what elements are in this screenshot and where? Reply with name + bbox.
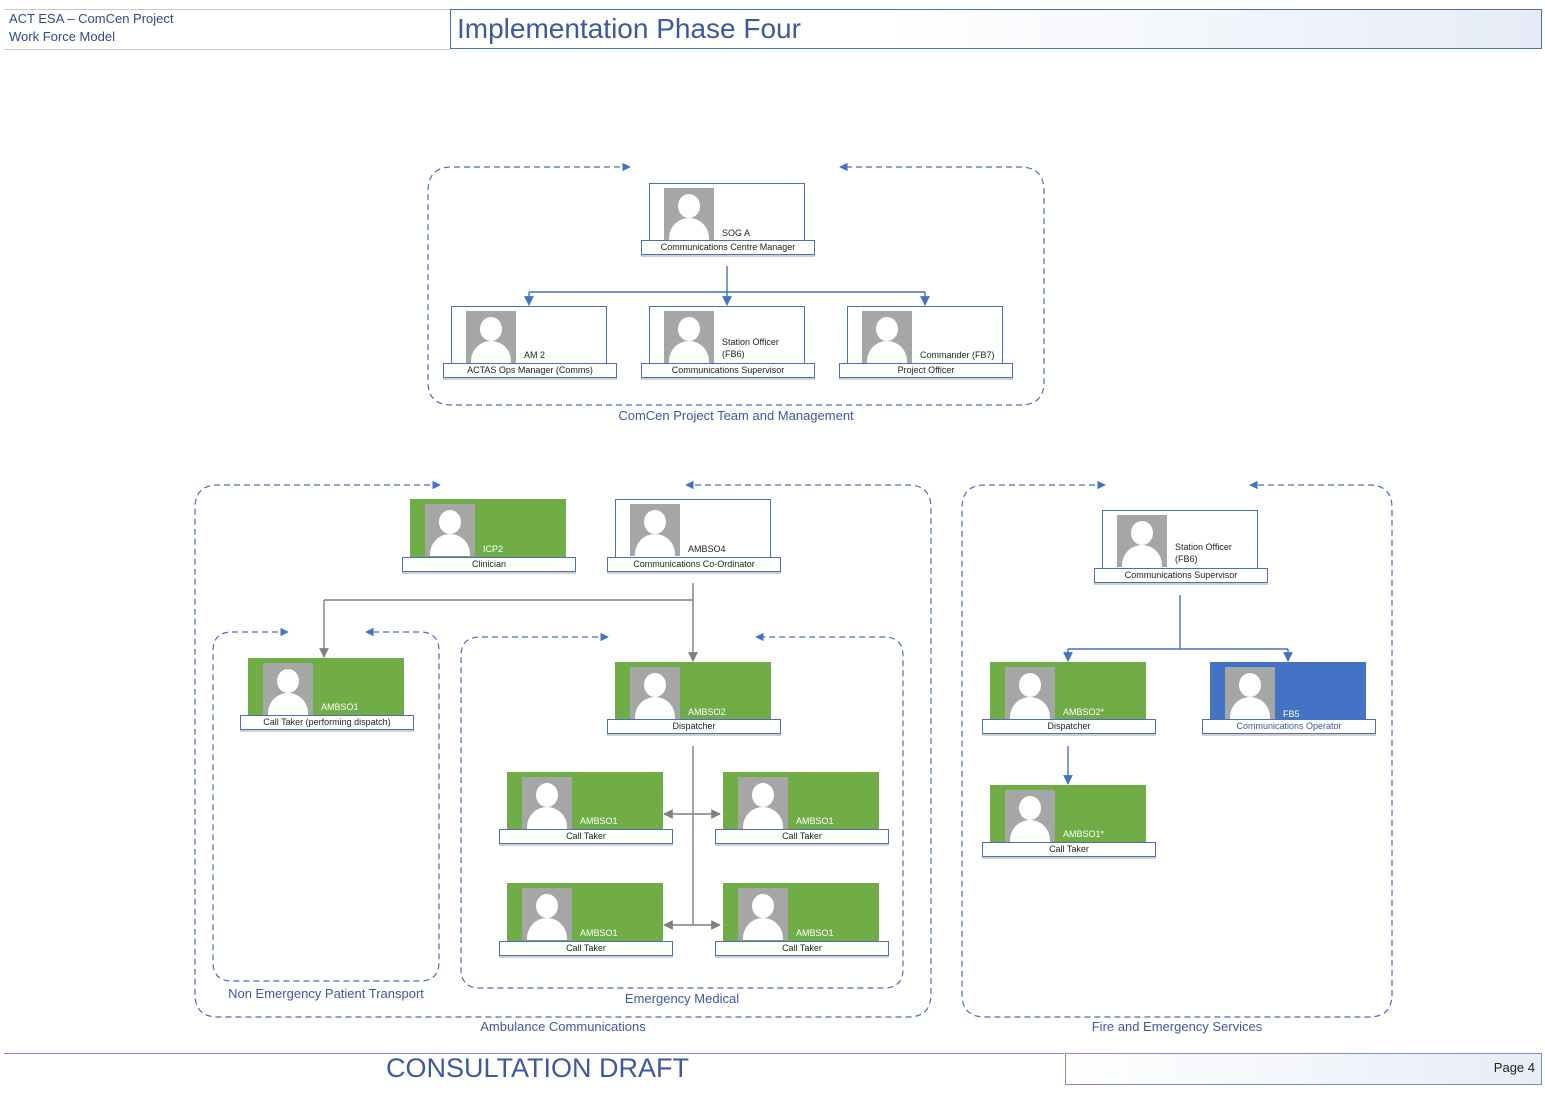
card-comcen-manager: SOG A Communications Centre Manager bbox=[641, 183, 815, 255]
management-group-border bbox=[427, 162, 1045, 406]
card-grade: FB5 bbox=[1283, 709, 1300, 719]
card-title: ACTAS Ops Manager (Comms) bbox=[443, 363, 617, 378]
card-em-call-taker-1: AMBSO1 Call Taker bbox=[499, 772, 673, 844]
person-placeholder-icon bbox=[1225, 667, 1275, 719]
card-title: Clinician bbox=[402, 557, 576, 572]
card-grade: AMBSO1 bbox=[796, 928, 834, 938]
card-title: Communications Supervisor bbox=[1094, 568, 1268, 583]
person-placeholder-icon bbox=[862, 311, 912, 363]
card-title: Call Taker (performing dispatch) bbox=[240, 715, 414, 730]
card-mgmt-comms-supervisor: Station Officer (FB6) Communications Sup… bbox=[641, 306, 815, 378]
group-label-fire: Fire and Emergency Services bbox=[1091, 1019, 1263, 1034]
card-grade: Station Officer (FB6) bbox=[722, 337, 779, 359]
card-grade: AMBSO4 bbox=[688, 544, 726, 554]
card-title: Communications Centre Manager bbox=[641, 240, 815, 255]
card-grade: AMBSO1 bbox=[580, 816, 618, 826]
org-line-2: Work Force Model bbox=[9, 29, 115, 44]
card-comms-coordinator: AMBSO4 Communications Co-Ordinator bbox=[607, 499, 781, 572]
card-grade: AMBSO1 bbox=[321, 702, 359, 712]
card-title: Communications Supervisor bbox=[641, 363, 815, 378]
card-fes-dispatcher: AMBSO2* Dispatcher bbox=[982, 662, 1156, 734]
card-project-officer: Commander (FB7) Project Officer bbox=[839, 306, 1013, 378]
card-title: Call Taker bbox=[499, 829, 673, 844]
card-clinician: ICP2 Clinician bbox=[402, 499, 576, 572]
card-actas-ops-manager: AM 2 ACTAS Ops Manager (Comms) bbox=[443, 306, 617, 378]
org-line-1: ACT ESA – ComCen Project bbox=[9, 11, 174, 26]
ambulance-connectors bbox=[319, 583, 721, 930]
fire-group-border bbox=[961, 480, 1393, 1018]
footer-draft-label: CONSULTATION DRAFT bbox=[386, 1053, 689, 1083]
org-header: ACT ESA – ComCen Project Work Force Mode… bbox=[4, 9, 450, 50]
person-placeholder-icon bbox=[522, 777, 572, 829]
group-label-management: ComCen Project Team and Management bbox=[618, 408, 854, 423]
card-title: Call Taker bbox=[715, 941, 889, 956]
group-label-ambulance: Ambulance Communications bbox=[480, 1019, 646, 1034]
card-grade: AMBSO2 bbox=[688, 707, 726, 717]
card-title: Call Taker bbox=[715, 829, 889, 844]
person-placeholder-icon bbox=[1005, 790, 1055, 842]
card-grade: AMBSO2* bbox=[1063, 707, 1105, 717]
person-placeholder-icon bbox=[630, 667, 680, 719]
footer-page-box: Page 4 bbox=[1065, 1053, 1542, 1085]
fire-connectors bbox=[1063, 595, 1293, 785]
management-connectors bbox=[524, 266, 930, 306]
card-grade: ICP2 bbox=[483, 544, 504, 554]
card-fes-comms-operator: FB5 Communications Operator bbox=[1202, 662, 1376, 734]
card-fes-call-taker: AMBSO1* Call Taker bbox=[982, 785, 1156, 857]
person-placeholder-icon bbox=[738, 777, 788, 829]
card-grade: Station Officer (FB6) bbox=[1175, 542, 1232, 564]
person-placeholder-icon bbox=[738, 888, 788, 940]
card-title: Communications Operator bbox=[1202, 719, 1376, 734]
group-label-nept: Non Emergency Patient Transport bbox=[228, 986, 424, 1001]
card-title: Communications Co-Ordinator bbox=[607, 557, 781, 572]
person-placeholder-icon bbox=[425, 504, 475, 556]
card-nept-call-taker: AMBSO1 Call Taker (performing dispatch) bbox=[240, 658, 414, 730]
card-grade: AMBSO1 bbox=[796, 816, 834, 826]
card-fes-comms-supervisor: Station Officer (FB6) Communications Sup… bbox=[1094, 510, 1268, 583]
person-placeholder-icon bbox=[630, 504, 680, 556]
card-grade: SOG A bbox=[722, 228, 751, 238]
card-title: Call Taker bbox=[499, 941, 673, 956]
nept-group-border bbox=[212, 627, 440, 982]
card-grade: Commander (FB7) bbox=[920, 350, 995, 360]
card-em-dispatcher: AMBSO2 Dispatcher bbox=[607, 662, 781, 734]
page-title-box: Implementation Phase Four bbox=[450, 9, 1542, 49]
card-grade: AM 2 bbox=[524, 350, 546, 360]
footer-divider bbox=[4, 1053, 1064, 1054]
card-em-call-taker-4: AMBSO1 Call Taker bbox=[715, 883, 889, 956]
card-grade: AMBSO1* bbox=[1063, 829, 1105, 839]
page-number: Page 4 bbox=[1493, 1060, 1535, 1075]
page-title: Implementation Phase Four bbox=[457, 13, 801, 44]
card-title: Dispatcher bbox=[607, 719, 781, 734]
card-title: Call Taker bbox=[982, 842, 1156, 857]
person-placeholder-icon bbox=[1117, 515, 1167, 567]
person-placeholder-icon bbox=[466, 311, 516, 363]
card-em-call-taker-3: AMBSO1 Call Taker bbox=[499, 883, 673, 956]
group-label-emergency-medical: Emergency Medical bbox=[624, 991, 740, 1006]
person-placeholder-icon bbox=[1005, 667, 1055, 719]
card-grade: AMBSO1 bbox=[580, 928, 618, 938]
em-group-border bbox=[460, 632, 904, 989]
person-placeholder-icon bbox=[664, 311, 714, 363]
person-placeholder-icon bbox=[522, 888, 572, 940]
card-title: Dispatcher bbox=[982, 719, 1156, 734]
person-placeholder-icon bbox=[263, 663, 313, 715]
card-title: Project Officer bbox=[839, 363, 1013, 378]
person-placeholder-icon bbox=[664, 188, 714, 240]
card-em-call-taker-2: AMBSO1 Call Taker bbox=[715, 772, 889, 844]
